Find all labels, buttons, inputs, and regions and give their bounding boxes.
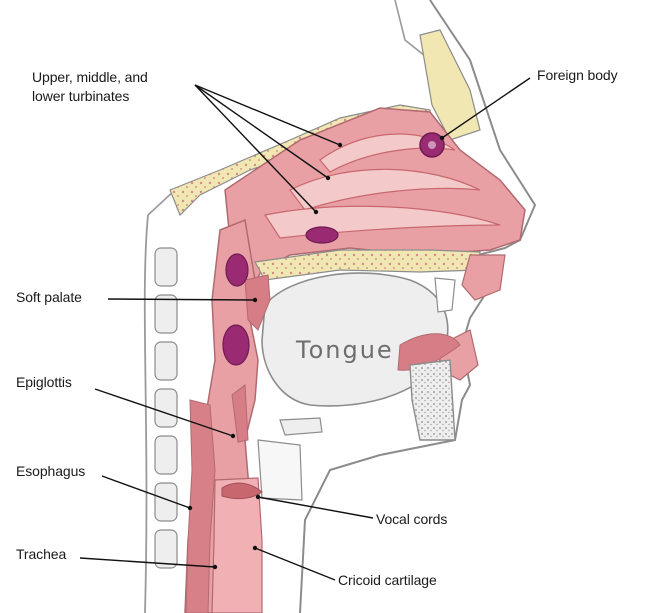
vocal-cords-label: Vocal cords [376, 511, 448, 527]
hyoid-bone [279, 417, 323, 436]
soft-palate-shape [244, 274, 271, 331]
skin-outline [299, 0, 537, 613]
vertebra-5 [154, 435, 178, 475]
turbinates-label-line2: lower turbinates [32, 88, 130, 104]
foreign-body-nasal [419, 132, 445, 158]
epiglottis-shape [231, 384, 249, 443]
back-of-neck-outline [143, 214, 149, 613]
foreign-body-choana [305, 226, 339, 244]
turbinates-label-line1: Upper, middle, and [32, 69, 148, 85]
vertebra-4 [154, 388, 178, 428]
leader-endpoints [187, 135, 445, 570]
foreign-body-nasopharynx [225, 253, 249, 287]
cricoid-cartilage-label: Cricoid cartilage [338, 572, 437, 588]
esophagus-tube [185, 399, 216, 613]
esophagus-label: Esophagus [16, 463, 86, 479]
thyroid-cartilage [257, 439, 303, 501]
upper-incisor [434, 277, 456, 313]
foreign-body-oropharynx [222, 324, 250, 366]
leader-lines [79, 77, 531, 581]
foreign-body-label: Foreign body [537, 67, 618, 83]
upper-lip [461, 254, 506, 301]
nasal-bone [419, 29, 481, 141]
vocal-cords-shape [221, 482, 263, 500]
mandible [409, 359, 456, 441]
middle-turbinate [289, 168, 481, 211]
vertebra-1 [154, 247, 178, 287]
soft-palate-label: Soft palate [16, 289, 82, 305]
vertebra-6 [154, 482, 178, 522]
vertebra-2 [154, 294, 178, 334]
tongue-label: Tongue [296, 336, 394, 364]
vertebra-3 [154, 341, 178, 381]
turbinates-label: Upper, middle, and lower turbinates [32, 68, 148, 106]
epiglottis-label: Epiglottis [16, 374, 72, 390]
trachea-tube [211, 477, 263, 613]
vertebra-7 [154, 529, 178, 569]
trachea-label: Trachea [16, 546, 67, 562]
